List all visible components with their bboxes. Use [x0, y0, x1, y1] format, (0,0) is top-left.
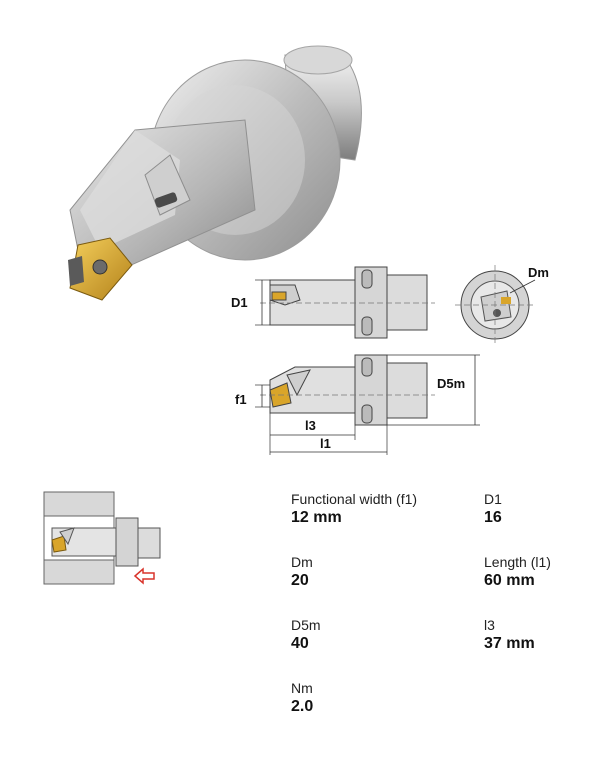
- side-view-top: [269, 266, 428, 339]
- label-d1: D1: [231, 295, 248, 310]
- side-view-bottom: [269, 354, 428, 426]
- product-photo: [68, 45, 362, 301]
- spec-label: Functional width (f1): [291, 491, 418, 507]
- spec-label: Dm: [291, 554, 313, 570]
- spec-value: 12 mm: [291, 509, 342, 526]
- label-dm: Dm: [528, 265, 549, 280]
- spec-length: Length (l1) 60 mm: [484, 554, 551, 590]
- label-d5m: D5m: [437, 376, 465, 391]
- spec-value: 20: [291, 572, 309, 589]
- spec-label: D1: [484, 491, 502, 507]
- spec-label: D5m: [291, 617, 321, 633]
- spec-dm: Dm 20: [291, 554, 313, 590]
- spec-functional-width: Functional width (f1) 12 mm: [291, 491, 417, 527]
- spec-value: 60 mm: [484, 572, 535, 589]
- spec-value: 40: [291, 635, 309, 652]
- spec-label: l3: [484, 617, 495, 633]
- spec-value: 37 mm: [484, 635, 535, 652]
- spec-label: Length (l1): [484, 554, 551, 570]
- spec-nm: Nm 2.0: [291, 680, 313, 716]
- label-l3: l3: [305, 418, 316, 433]
- spec-d1: D1 16: [484, 491, 502, 527]
- technical-drawing: D1 Dm f1 D5m l3 l1: [231, 265, 549, 455]
- spec-label: Nm: [291, 680, 313, 696]
- spec-value: 2.0: [291, 698, 314, 715]
- spec-d5m: D5m 40: [291, 617, 321, 653]
- label-f1: f1: [235, 392, 247, 407]
- application-sketch: [43, 491, 161, 585]
- spec-l3: l3 37 mm: [484, 617, 535, 653]
- spec-value: 16: [484, 509, 502, 526]
- label-l1: l1: [320, 436, 331, 451]
- feed-arrow-icon: [133, 567, 155, 585]
- end-view: [455, 265, 536, 345]
